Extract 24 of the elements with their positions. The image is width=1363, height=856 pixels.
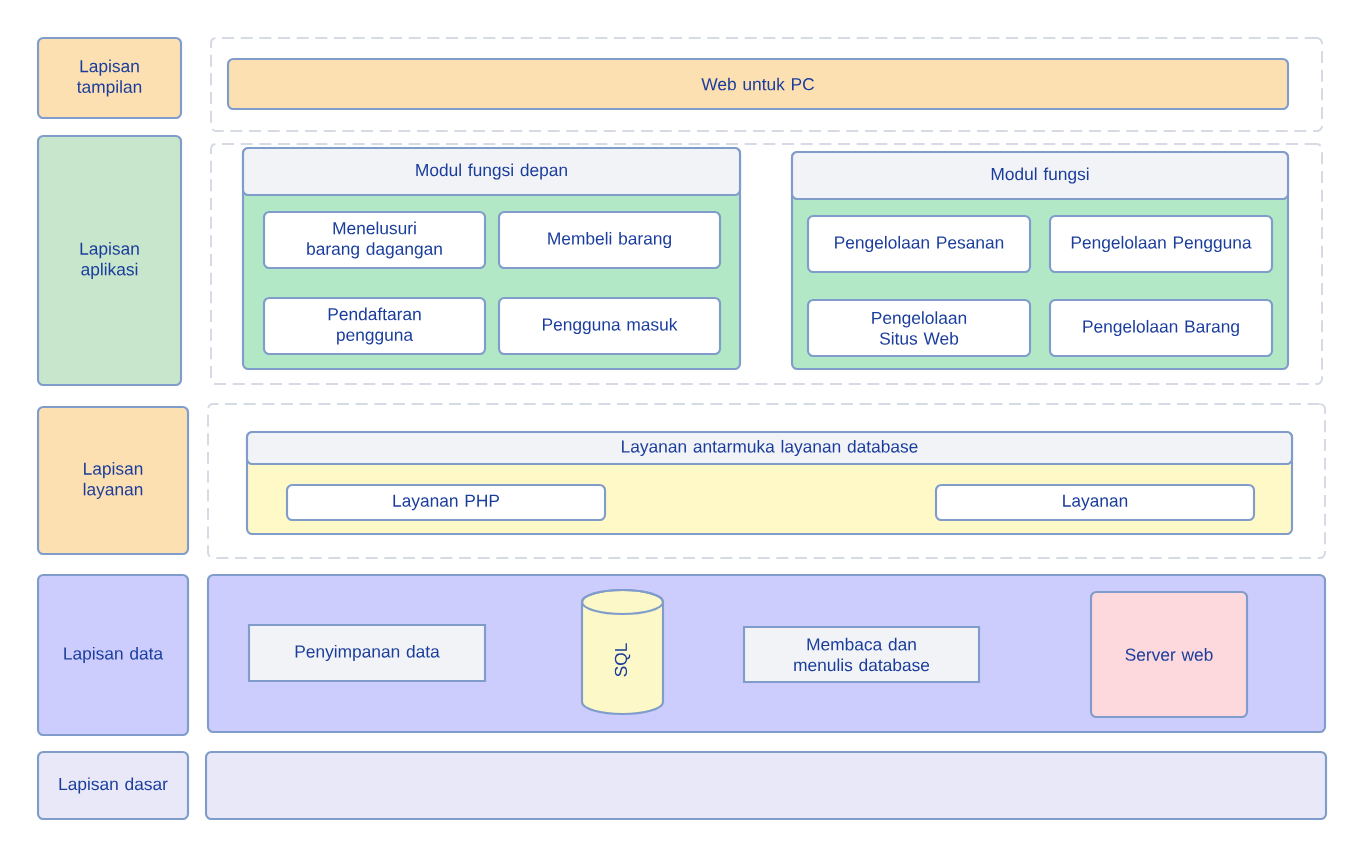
service-box: Layanan <box>934 483 1256 522</box>
database-cylinder: SQL <box>580 588 665 716</box>
function-box: Pengguna masuk <box>497 296 722 356</box>
function-box: Pengelolaan Pesanan <box>806 214 1032 274</box>
dashed-group-frame <box>210 37 1323 132</box>
service-box: Layanan PHP <box>285 483 607 522</box>
function-box: Pengelolaan Situs Web <box>806 298 1032 358</box>
function-box: Pendaftaran pengguna <box>262 296 487 356</box>
layer-label-box: Lapisan data <box>36 573 190 737</box>
storage-box: Penyimpanan data <box>247 623 487 683</box>
function-box: Pengelolaan Barang <box>1048 298 1274 358</box>
base-layer-bar <box>204 750 1328 821</box>
function-box: Menelusuri barang dagangan <box>262 210 487 270</box>
function-box: Membeli barang <box>497 210 722 270</box>
layer-label-box: Lapisan dasar <box>36 750 190 821</box>
dashed-group-frame <box>210 143 1323 385</box>
layer-label-box: Lapisan layanan <box>36 405 190 556</box>
read-write-box: Membaca dan menulis database <box>742 625 981 684</box>
display-box: Web untuk PC <box>226 57 1290 111</box>
server-box: Server web <box>1089 590 1249 719</box>
function-box: Pengelolaan Pengguna <box>1048 214 1274 274</box>
layer-label-box: Lapisan aplikasi <box>36 134 183 387</box>
layer-label-box: Lapisan tampilan <box>36 36 183 120</box>
dashed-group-frame <box>207 403 1326 559</box>
